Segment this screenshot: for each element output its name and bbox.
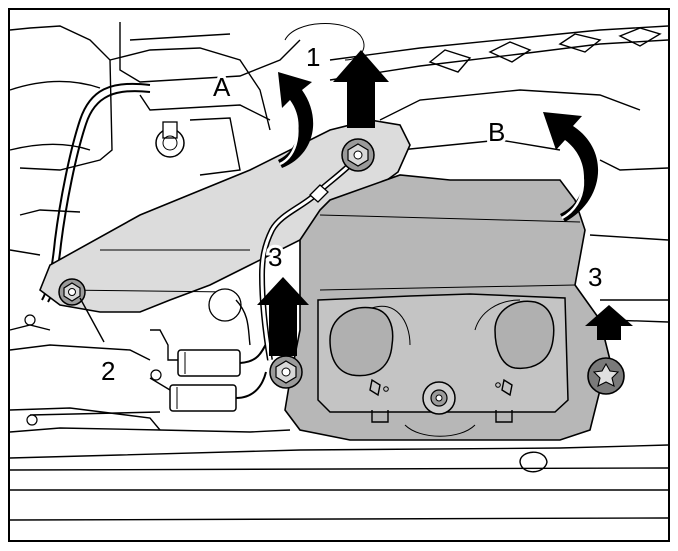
callout-2-leader [79, 297, 105, 343]
ground-cable [258, 157, 358, 361]
front-crossmember [9, 407, 669, 521]
callout-1-label: 1 [306, 42, 320, 72]
bolt-2 [58, 278, 86, 306]
module-connector-left [329, 305, 411, 397]
engine-bay-background [9, 22, 669, 323]
arrow-up-3-right [585, 305, 633, 340]
rotation-arrow-a-icon [278, 72, 314, 168]
module-housing [284, 174, 611, 441]
rotation-a-label: A [213, 72, 231, 102]
rotation-b-label: B [488, 117, 505, 147]
module-connector-right [474, 299, 555, 397]
arrow-up-3-left [257, 277, 309, 356]
center-bolt [422, 381, 456, 415]
callout-3-left-label: 3 [268, 242, 282, 272]
arrow-up-1 [333, 50, 389, 128]
callout-2-label: 2 [101, 356, 115, 386]
bolt-3-left [269, 355, 303, 389]
bolt-3-right [587, 357, 625, 395]
rotation-arrow-b-icon [543, 112, 599, 222]
bolt-1 [341, 138, 375, 172]
wire-connectors [9, 288, 269, 426]
callout-3-right-label: 3 [588, 262, 602, 292]
